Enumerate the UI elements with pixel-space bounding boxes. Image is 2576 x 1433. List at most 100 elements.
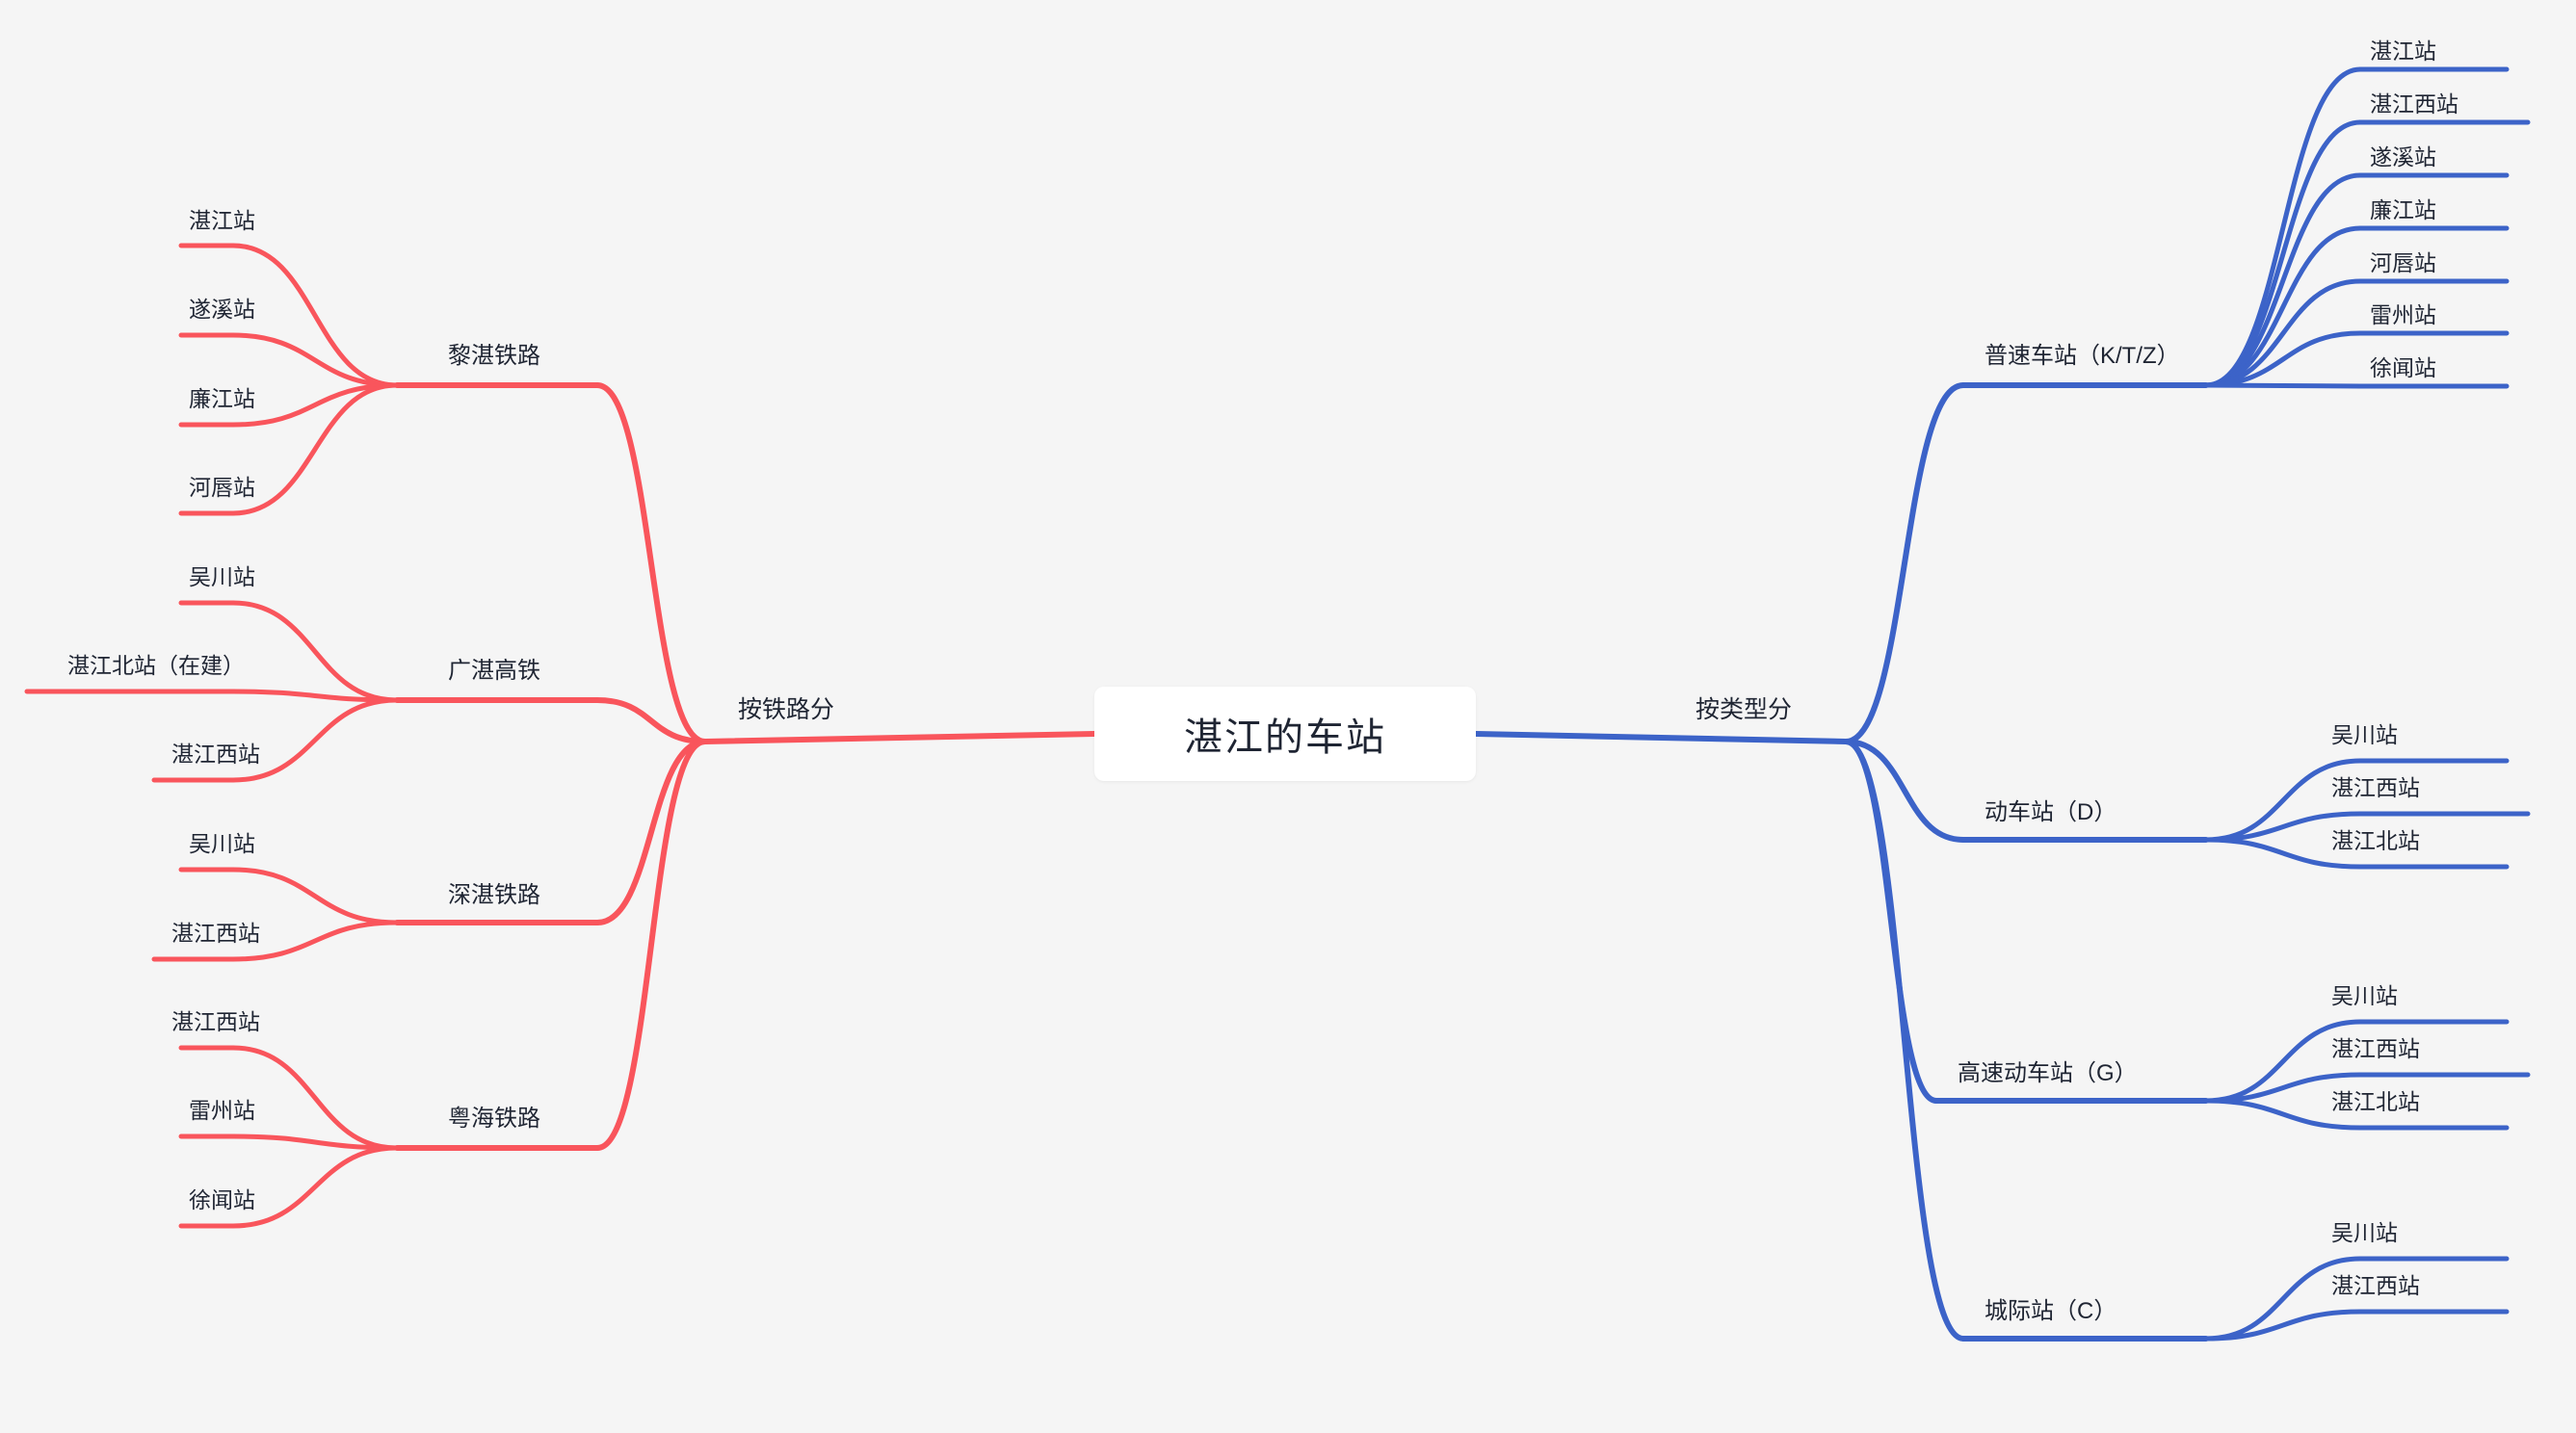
right-leaf-node-2-0[interactable]: 吴川站: [2331, 985, 2398, 1007]
right-branch-node-1[interactable]: 动车站（D）: [1985, 801, 2116, 824]
left-leaf-node-1-0[interactable]: 吴川站: [189, 566, 255, 588]
right-leaf-node-0-3[interactable]: 廉江站: [2370, 199, 2436, 221]
connector-path: [230, 697, 400, 783]
connector-path: [2203, 1309, 2363, 1342]
connector-path: [1473, 731, 1849, 744]
right-leaf-node-1-0[interactable]: 吴川站: [2331, 724, 2398, 746]
right-leaf-node-2-2-text: 湛江北站: [2331, 1089, 2420, 1114]
left-leaf-node-3-1[interactable]: 雷州站: [189, 1100, 255, 1122]
connector-path: [2203, 278, 2363, 388]
right-leaf-node-0-2-text: 遂溪站: [2370, 144, 2436, 169]
right-leaf-node-2-1[interactable]: 湛江西站: [2331, 1038, 2420, 1060]
connector-path: [2203, 330, 2363, 388]
left-leaf-node-0-3[interactable]: 河唇站: [189, 477, 255, 499]
left-leaf-node-3-0-text: 湛江西站: [171, 1009, 260, 1034]
connector-path: [230, 332, 400, 388]
connector-path: [230, 689, 400, 703]
left-leaf-node-2-1[interactable]: 湛江西站: [171, 923, 260, 945]
left-leaf-node-1-0-text: 吴川站: [189, 564, 255, 589]
right-leaf-node-1-1[interactable]: 湛江西站: [2331, 777, 2420, 799]
connector-path: [2203, 172, 2363, 388]
root-node[interactable]: 湛江的车站: [1094, 687, 1476, 781]
right-main-node-text: 按类型分: [1695, 696, 1793, 723]
right-leaf-node-3-1-text: 湛江西站: [2331, 1273, 2420, 1298]
connector-path: [2203, 1256, 2363, 1342]
connector-path: [230, 1133, 400, 1151]
connector-path: [230, 600, 400, 703]
left-branch-node-0[interactable]: 黎湛铁路: [448, 345, 540, 368]
right-branch-node-0[interactable]: 普速车站（K/T/Z）: [1985, 345, 2180, 368]
left-leaf-node-0-0-text: 湛江站: [189, 208, 255, 233]
right-leaf-node-3-1[interactable]: 湛江西站: [2331, 1275, 2420, 1297]
right-branch-node-1-text: 动车站（D）: [1985, 799, 2117, 825]
left-leaf-node-0-2[interactable]: 廉江站: [189, 388, 255, 410]
left-leaf-node-3-2-text: 徐闻站: [189, 1187, 255, 1212]
right-leaf-node-0-2[interactable]: 遂溪站: [2370, 146, 2436, 169]
right-leaf-node-0-5-text: 雷州站: [2370, 302, 2436, 327]
left-leaf-node-2-1-text: 湛江西站: [171, 921, 260, 946]
connector-path: [2203, 225, 2363, 388]
right-leaf-node-1-1-text: 湛江西站: [2331, 775, 2420, 800]
connector-path: [594, 697, 708, 744]
right-branch-node-3[interactable]: 城际站（C）: [1985, 1300, 2116, 1323]
left-leaf-node-2-0[interactable]: 吴川站: [189, 833, 255, 855]
right-branch-node-2-text: 高速动车站（G）: [1958, 1060, 2138, 1086]
right-leaf-node-2-0-text: 吴川站: [2331, 983, 2398, 1008]
right-leaf-node-0-6[interactable]: 徐闻站: [2370, 357, 2436, 379]
connector-path: [1843, 739, 1966, 843]
right-branch-node-3-text: 城际站（C）: [1985, 1298, 2117, 1324]
left-main-node[interactable]: 按铁路分: [738, 698, 834, 722]
connector-path: [2203, 382, 2363, 389]
right-leaf-node-0-3-text: 廉江站: [2370, 197, 2436, 222]
connector-path: [594, 739, 708, 1151]
left-leaf-node-0-3-text: 河唇站: [189, 475, 255, 500]
right-leaf-node-0-4-text: 河唇站: [2370, 250, 2436, 275]
left-leaf-node-1-1-text: 湛江北站（在建）: [67, 653, 245, 678]
right-leaf-node-0-5[interactable]: 雷州站: [2370, 304, 2436, 326]
right-leaf-node-3-0[interactable]: 吴川站: [2331, 1222, 2398, 1244]
right-leaf-node-0-0[interactable]: 湛江站: [2370, 40, 2436, 63]
right-leaf-node-2-2[interactable]: 湛江北站: [2331, 1091, 2420, 1113]
connector-path: [594, 382, 708, 744]
right-leaf-node-1-0-text: 吴川站: [2331, 722, 2398, 747]
connector-path: [1843, 382, 1966, 744]
left-leaf-node-3-2[interactable]: 徐闻站: [189, 1189, 255, 1212]
connector-path: [2203, 66, 2363, 388]
connector-path: [230, 382, 400, 516]
left-branch-node-1-text: 广湛高铁: [448, 658, 540, 684]
left-main-node-text: 按铁路分: [738, 696, 835, 723]
left-leaf-node-1-2-text: 湛江西站: [171, 742, 260, 767]
right-leaf-node-0-4[interactable]: 河唇站: [2370, 252, 2436, 274]
right-leaf-node-0-1[interactable]: 湛江西站: [2370, 93, 2458, 116]
left-leaf-node-3-0[interactable]: 湛江西站: [171, 1011, 260, 1033]
right-leaf-node-1-2-text: 湛江北站: [2331, 828, 2420, 853]
right-leaf-node-3-0-text: 吴川站: [2331, 1220, 2398, 1245]
connector-path: [594, 739, 708, 925]
left-branch-node-0-text: 黎湛铁路: [448, 343, 540, 369]
left-leaf-node-0-1[interactable]: 遂溪站: [189, 299, 255, 321]
right-leaf-node-2-1-text: 湛江西站: [2331, 1036, 2420, 1061]
left-leaf-node-0-0[interactable]: 湛江站: [189, 210, 255, 232]
right-leaf-node-0-6-text: 徐闻站: [2370, 355, 2436, 380]
left-branch-node-1[interactable]: 广湛高铁: [448, 660, 540, 683]
connector-path: [702, 731, 1097, 744]
left-branch-node-2-text: 深湛铁路: [448, 882, 540, 908]
right-branch-node-0-text: 普速车站（K/T/Z）: [1985, 343, 2180, 369]
connector-path: [230, 867, 400, 925]
left-branch-node-3-text: 粤海铁路: [448, 1106, 540, 1132]
left-leaf-node-0-2-text: 廉江站: [189, 386, 255, 411]
left-leaf-node-1-2[interactable]: 湛江西站: [171, 743, 260, 766]
root-node-label: 湛江的车站: [1184, 716, 1386, 759]
left-leaf-node-2-0-text: 吴川站: [189, 831, 255, 856]
left-branch-node-3[interactable]: 粤海铁路: [448, 1107, 540, 1131]
right-leaf-node-0-1-text: 湛江西站: [2370, 91, 2458, 117]
connector-path: [230, 243, 400, 388]
right-branch-node-2[interactable]: 高速动车站（G）: [1958, 1062, 2138, 1085]
right-leaf-node-1-2[interactable]: 湛江北站: [2331, 830, 2420, 852]
right-main-node[interactable]: 按类型分: [1695, 698, 1792, 722]
left-leaf-node-1-1[interactable]: 湛江北站（在建）: [67, 655, 245, 677]
left-branch-node-2[interactable]: 深湛铁路: [448, 884, 540, 907]
connector-path: [230, 382, 400, 428]
connector-path: [1843, 739, 1966, 1342]
